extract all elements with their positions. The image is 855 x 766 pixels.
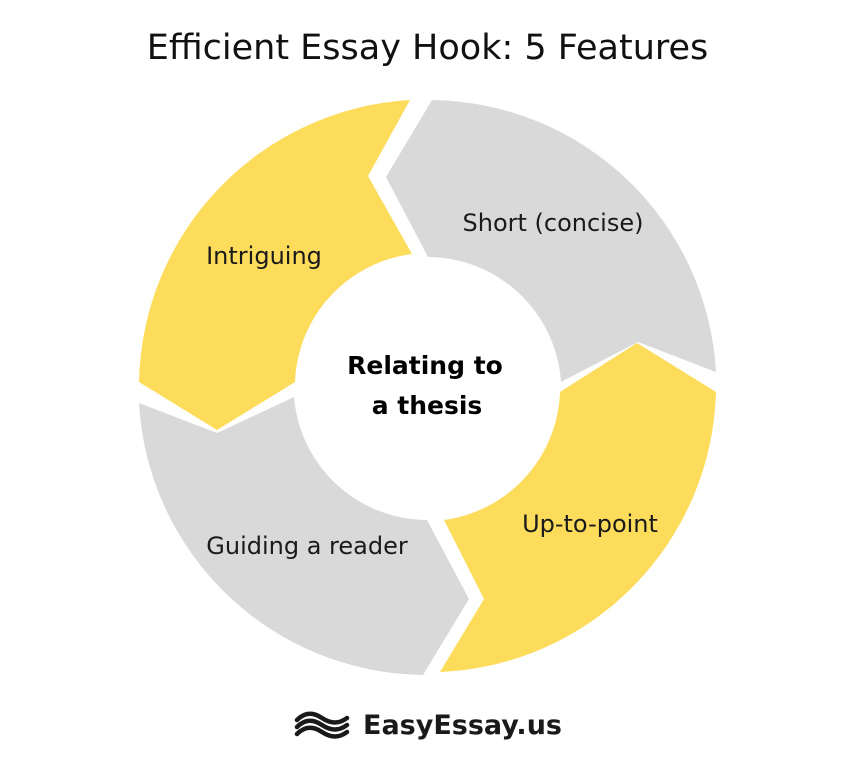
- book-wave-logo-icon: [294, 711, 350, 739]
- segment-guiding-a-reader: [139, 397, 469, 675]
- brand-footer: EasyEssay.us: [0, 710, 855, 741]
- center-label-line1: Relating to: [347, 351, 503, 380]
- segment-label-up-to-point: Up-to-point: [522, 510, 658, 538]
- brand-name: EasyEssay.us: [363, 710, 562, 741]
- segment-short-concise: [386, 100, 716, 382]
- segment-up-to-point: [440, 343, 716, 672]
- segment-label-short-concise: Short (concise): [463, 209, 644, 237]
- segment-intriguing: [139, 100, 412, 430]
- segment-label-guiding-a-reader: Guiding a reader: [206, 532, 408, 560]
- segment-label-intriguing: Intriguing: [206, 242, 322, 270]
- diagram-title: Efficient Essay Hook: 5 Features: [146, 28, 709, 68]
- center-label-line2: a thesis: [372, 391, 483, 420]
